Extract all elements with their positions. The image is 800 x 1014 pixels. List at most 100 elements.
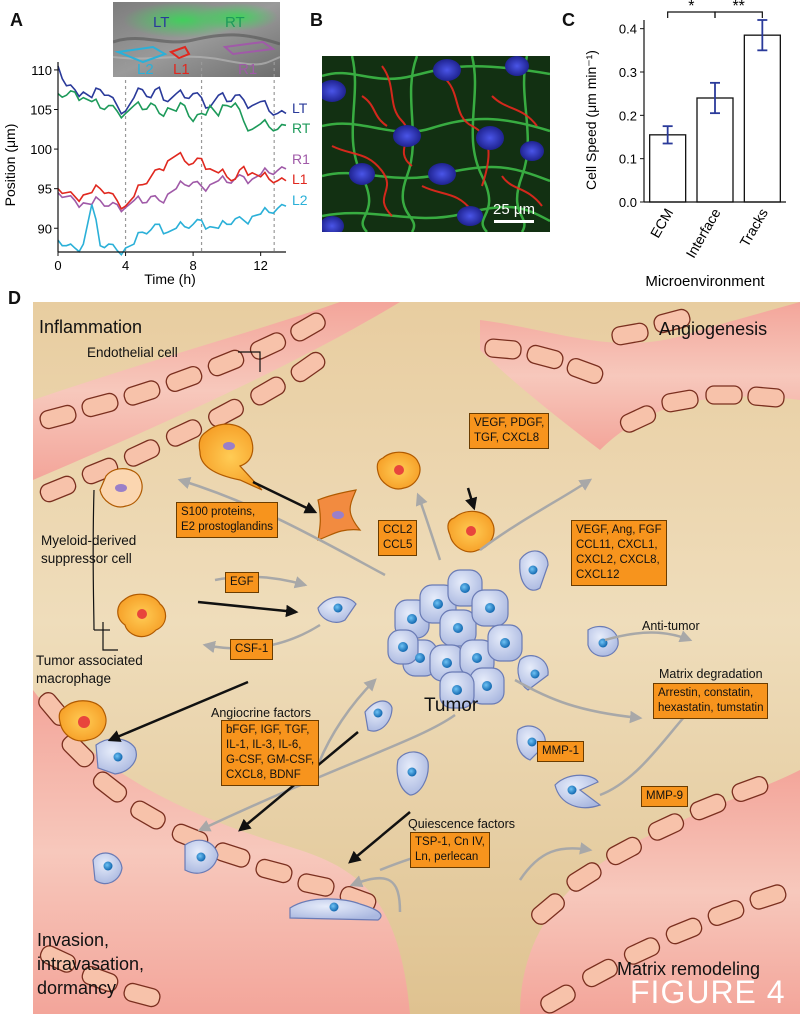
box-csf-line-1: CSF-1 <box>235 643 269 655</box>
c-y-tick-label: 0.2 <box>619 108 637 123</box>
bar-interface <box>696 97 734 203</box>
box-bfgf-line-4: CXCL8, BDNF <box>226 769 301 781</box>
tumor-cluster <box>387 569 523 709</box>
figure-label: FIGURE 4 <box>630 974 786 1010</box>
box-arrestin-line-1: Arrestin, constatin, <box>658 687 754 699</box>
panel-a-ylabel: Position (μm) <box>2 124 18 207</box>
panel-d-diagram: Inflammation Angiogenesis Invasion, intr… <box>33 302 800 1014</box>
scale-bar-label: 25 μm <box>493 201 535 218</box>
box-vegf-ang: VEGF, Ang, FGF CCL11, CXCL1, CXCL2, CXCL… <box>571 520 667 586</box>
panel-a: LT RT L2 L1 R1 90 95 100 105 110 0 4 8 12 Positi… <box>0 0 310 290</box>
box-bfgf-line-3: G-CSF, GM-CSF, <box>226 754 315 766</box>
y-tick-label: 105 <box>30 103 52 118</box>
y-tick-label: 100 <box>30 142 52 157</box>
x-tick-label: 12 <box>253 258 267 273</box>
label-angiocrine-factors: Angiocrine factors <box>211 706 312 720</box>
box-s100-line-1: S100 proteins, <box>181 506 256 518</box>
vessel-remodeling <box>520 770 800 1014</box>
box-arrestin-line-2: hexastatin, tumstatin <box>658 702 764 714</box>
box-vegf-ang-line-3: CXCL2, CXCL8, <box>576 554 660 566</box>
box-ccl: CCL2 CCL5 <box>378 520 418 556</box>
label-tam-line-1: Tumor associated <box>36 653 143 668</box>
series-line-l2 <box>57 203 287 257</box>
series-line-l1 <box>57 151 287 211</box>
box-csf-1: CSF-1 <box>230 639 274 660</box>
box-tsp: TSP-1, Cn IV, Ln, perlecan <box>410 832 490 868</box>
c-y-tick-label: 0.0 <box>619 195 637 210</box>
region-angiogenesis: Angiogenesis <box>659 319 768 339</box>
x-tick-label: 0 <box>54 258 61 273</box>
series-line-lt <box>57 65 287 116</box>
y-tick-label: 90 <box>38 221 52 236</box>
category-label-interface: Interface <box>682 205 723 260</box>
label-anti-tumor: Anti-tumor <box>642 619 700 633</box>
panel-a-xlabel: Time (h) <box>144 271 196 287</box>
y-tick-label: 110 <box>31 63 52 78</box>
significance-label: ** <box>732 0 744 15</box>
label-tam-line-2: macrophage <box>36 671 112 686</box>
position-time-chart: 90 95 100 105 110 0 4 8 12 Position (μm) Time (h… <box>2 62 310 287</box>
box-s100-e2: S100 proteins, E2 prostoglandins <box>176 502 279 538</box>
inset-label-l2: L2 <box>137 61 154 77</box>
region-matrix-remodeling: Matrix remodeling <box>617 959 761 979</box>
legend-l1: L1 <box>292 171 308 187</box>
c-y-tick-label: 0.4 <box>619 22 637 37</box>
series-line-rt <box>57 89 287 132</box>
box-bfgf: bFGF, IGF, TGF, IL-1, IL-3, IL-6, G-CSF,… <box>221 720 320 786</box>
box-egf-line-1: EGF <box>230 576 254 588</box>
label-matrix-degradation: Matrix degradation <box>659 667 763 681</box>
box-vegf-pdgf: VEGF, PDGF, TGF, CXCL8 <box>469 413 550 449</box>
significance-label: * <box>688 0 694 15</box>
region-invasion-line-2: intravasation, <box>37 954 145 974</box>
bar-tracks <box>743 34 781 203</box>
box-mmp-1-line-1: MMP-1 <box>542 745 580 757</box>
label-mdsc-line-1: Myeloid-derived <box>41 533 137 548</box>
region-invasion-line-3: dormancy <box>37 978 117 998</box>
box-mmp-9: MMP-9 <box>641 786 689 807</box>
panel-label-c: C <box>562 10 575 30</box>
panel-c-xlabel: Microenvironment <box>645 273 765 290</box>
box-arrestin: Arrestin, constatin, hexastatin, tumstat… <box>653 683 769 719</box>
legend-rt: RT <box>292 120 310 136</box>
bar-ecm <box>649 134 687 203</box>
panel-label-b: B <box>310 10 323 30</box>
box-mmp-9-line-1: MMP-9 <box>646 790 684 802</box>
box-vegf-pdgf-line-2: TGF, CXCL8 <box>474 432 540 444</box>
box-egf: EGF <box>225 572 259 593</box>
box-ccl-line-1: CCL2 <box>383 524 413 536</box>
y-tick-label: 95 <box>38 182 52 197</box>
label-tumor: Tumor <box>424 695 479 716</box>
inset-label-l1: L1 <box>173 61 190 77</box>
region-invasion-line-1: Invasion, <box>37 930 110 950</box>
x-tick-label: 8 <box>189 258 196 273</box>
panel-b-micrograph: 25 μm <box>322 56 550 232</box>
box-vegf-ang-line-1: VEGF, Ang, FGF <box>576 524 662 536</box>
c-y-tick-label: 0.1 <box>619 152 637 167</box>
inset-label-lt: LT <box>153 14 169 31</box>
region-inflammation: Inflammation <box>39 317 143 337</box>
box-bfgf-line-2: IL-1, IL-3, IL-6, <box>226 739 302 751</box>
box-bfgf-line-1: bFGF, IGF, TGF, <box>226 724 310 736</box>
box-vegf-pdgf-line-1: VEGF, PDGF, <box>474 417 545 429</box>
legend-r1: R1 <box>292 151 310 167</box>
vessel-inflammation <box>33 302 400 480</box>
inset-label-rt: RT <box>225 14 245 31</box>
panel-a-inset-micrograph: LT RT L2 L1 R1 <box>113 2 280 77</box>
panel-c-ylabel: Cell Speed (μm min⁻¹) <box>583 50 599 190</box>
c-y-tick-label: 0.3 <box>619 65 637 80</box>
label-quiescence-factors: Quiescence factors <box>408 817 515 831</box>
label-mdsc-line-2: suppressor cell <box>41 551 132 566</box>
x-tick-label: 4 <box>122 258 129 273</box>
box-mmp-1: MMP-1 <box>537 741 585 762</box>
legend-lt: LT <box>292 100 308 116</box>
series-line-r1 <box>57 165 287 213</box>
box-vegf-ang-line-4: CXCL12 <box>576 569 620 581</box>
inset-label-r1: R1 <box>238 61 257 77</box>
box-tsp-line-2: Ln, perlecan <box>415 851 479 863</box>
label-endothelial-cell: Endothelial cell <box>87 345 178 360</box>
category-label-tracks: Tracks <box>736 206 771 250</box>
panel-label-a: A <box>10 10 23 30</box>
significance-bracket <box>714 11 763 18</box>
panel-label-d: D <box>8 288 21 308</box>
